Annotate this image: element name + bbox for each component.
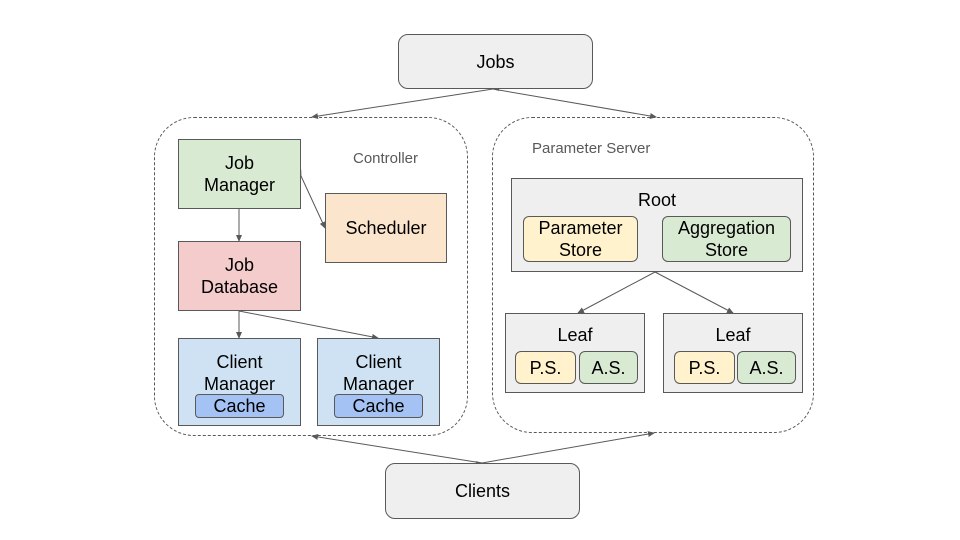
parameter-store-label: Parameter Store [538,218,623,260]
arrow-jobs-controller [311,85,500,120]
arrow-clients-controller [311,433,483,464]
root-label: Root [637,190,677,210]
arrow-root-leaf-1 [577,266,662,314]
ps-chip-1: P.S. [515,351,576,384]
arrow-database-clientmanager-2 [238,310,379,340]
controller-label: Controller [353,150,419,167]
job-database-label: Job Database [200,255,279,297]
job-database-node: Job Database [178,241,301,311]
controller-region [154,117,468,436]
cache-node-1: Cache [195,394,284,418]
arrow-clients-parameter-server [475,431,655,467]
jobs-node: Jobs [398,34,593,89]
parameter-server-label: Parameter Server [532,140,651,157]
leaf-label: Leaf [715,325,751,345]
arrow-root-leaf-2 [654,271,734,314]
job-manager-node: Job Manager [178,139,301,209]
parameter-store-node: Parameter Store [523,216,638,262]
job-manager-label: Job Manager [203,153,276,195]
as-chip-1: A.S. [579,351,638,384]
arrow-jobs-parameter-server [492,88,657,119]
client-manager-label: Client Manager [342,352,415,394]
clients-node: Clients [385,463,580,519]
scheduler-node: Scheduler [325,193,447,263]
aggregation-store-node: Aggregation Store [662,216,791,262]
ps-chip-2: P.S. [674,351,735,384]
cache-node-2: Cache [334,394,423,418]
client-manager-label: Client Manager [203,352,276,394]
as-chip-2: A.S. [737,351,796,384]
aggregation-store-label: Aggregation Store [677,218,776,260]
arrow-jobmanager-scheduler [295,169,326,229]
leaf-label: Leaf [557,325,593,345]
